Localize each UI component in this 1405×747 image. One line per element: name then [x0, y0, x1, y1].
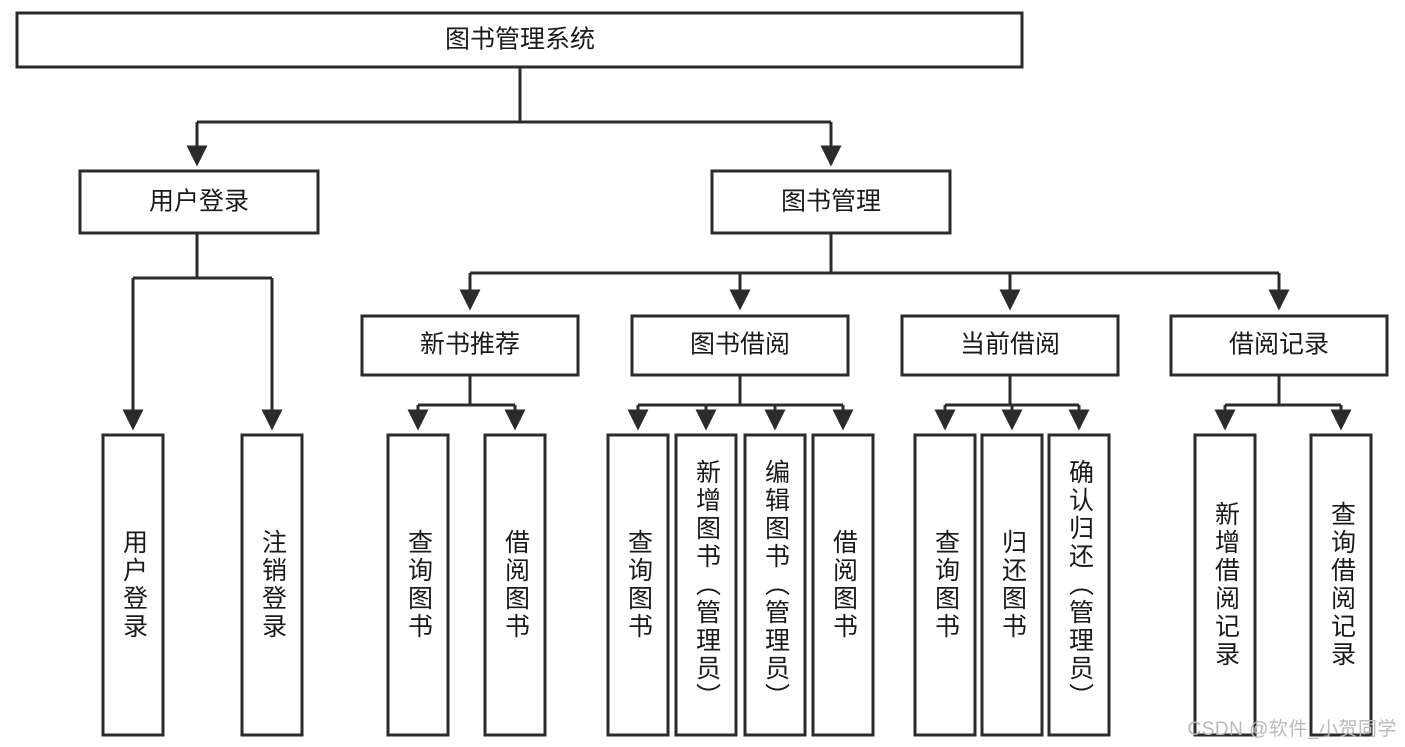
node-current-borrow-label: 当前借阅 [960, 331, 1060, 359]
node-borrow-record[interactable]: 借阅记录 [1169, 314, 1389, 377]
leaf-box-borrow-record-1[interactable] [1193, 433, 1257, 737]
leaf-box-borrow-book-1[interactable] [606, 433, 670, 737]
leaf-box-current-borrow-2[interactable] [980, 433, 1044, 737]
node-book-management-label: 图书管理 [781, 188, 881, 216]
leaf-box-borrow-book-3[interactable] [743, 433, 807, 737]
leaf-box-new-book-1[interactable] [386, 433, 450, 737]
leaf-box-current-borrow-1[interactable] [913, 433, 977, 737]
node-root-label: 图书管理系统 [445, 26, 595, 54]
node-book-borrow[interactable]: 图书借阅 [630, 314, 850, 377]
node-user-login[interactable]: 用户登录 [78, 169, 320, 235]
node-root-box[interactable] [15, 11, 1024, 69]
leaf-box-new-book-2[interactable] [483, 433, 547, 737]
connectors [122, 67, 1352, 431]
leaf-boxes [101, 433, 1373, 737]
node-current-borrow-box[interactable] [900, 314, 1120, 377]
node-new-book-recommend-label: 新书推荐 [420, 331, 520, 359]
node-borrow-record-label: 借阅记录 [1229, 331, 1329, 359]
node-book-management[interactable]: 图书管理 [710, 169, 952, 235]
node-current-borrow[interactable]: 当前借阅 [900, 314, 1120, 377]
node-user-login-label: 用户登录 [149, 188, 249, 216]
node-user-login-box[interactable] [78, 169, 320, 235]
node-new-book-recommend-box[interactable] [360, 314, 580, 377]
leaf-box-current-borrow-3[interactable] [1047, 433, 1111, 737]
node-book-borrow-box[interactable] [630, 314, 850, 377]
node-book-management-box[interactable] [710, 169, 952, 235]
node-book-borrow-label: 图书借阅 [690, 331, 790, 359]
node-root[interactable]: 图书管理系统 [15, 11, 1024, 69]
leaf-box-user-login-1[interactable] [101, 433, 165, 737]
node-borrow-record-box[interactable] [1169, 314, 1389, 377]
leaf-box-borrow-record-2[interactable] [1309, 433, 1373, 737]
watermark: CSDN @软件_小贺同学 [1187, 719, 1397, 740]
leaf-box-borrow-book-2[interactable] [674, 433, 738, 737]
leaf-box-borrow-book-4[interactable] [811, 433, 875, 737]
leaf-box-user-login-2[interactable] [240, 433, 304, 737]
node-new-book-recommend[interactable]: 新书推荐 [360, 314, 580, 377]
